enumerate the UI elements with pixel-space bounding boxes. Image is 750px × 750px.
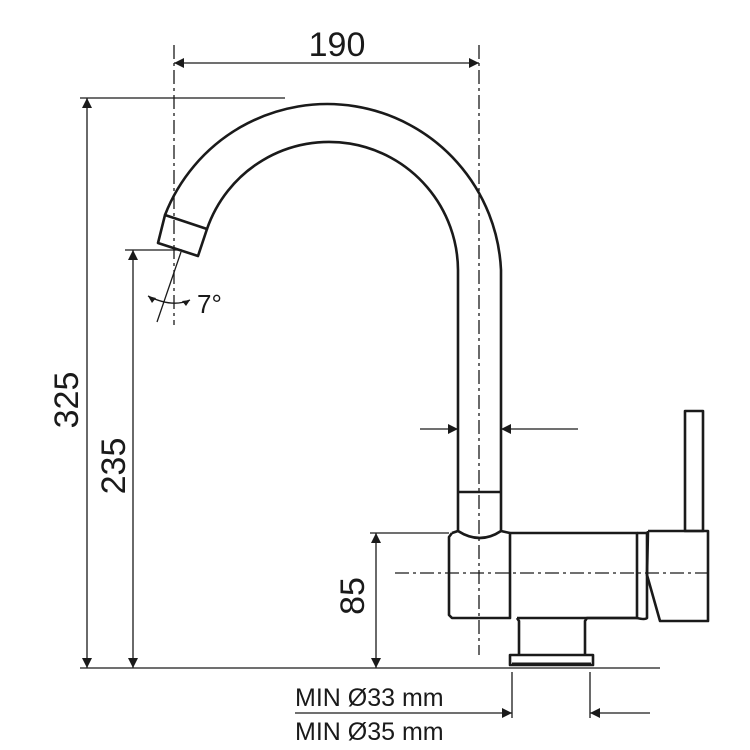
spout-outer: [163, 102, 503, 492]
hole-min-33-label: MIN Ø33 mm: [295, 684, 444, 712]
centerlines: [173, 45, 708, 655]
body-left: [447, 529, 512, 620]
body-height-label: 85: [334, 577, 372, 615]
handle-block: [645, 529, 710, 623]
spout-height-label: 235: [95, 438, 133, 495]
lever: [683, 409, 705, 533]
body-main: [510, 531, 639, 620]
dimension-lines: [80, 58, 660, 718]
angle-label: 7°: [197, 289, 222, 319]
spout-collar: [456, 492, 503, 540]
spout-inner: [205, 140, 460, 492]
reach-label: 190: [309, 26, 366, 64]
stem: [515, 616, 637, 655]
spout-nozzle: [156, 213, 209, 258]
total-height-label: 325: [48, 372, 86, 429]
body-ring: [636, 531, 649, 621]
hole-min-35-label: MIN Ø35 mm: [295, 718, 444, 746]
faucet-outline: [156, 102, 710, 667]
